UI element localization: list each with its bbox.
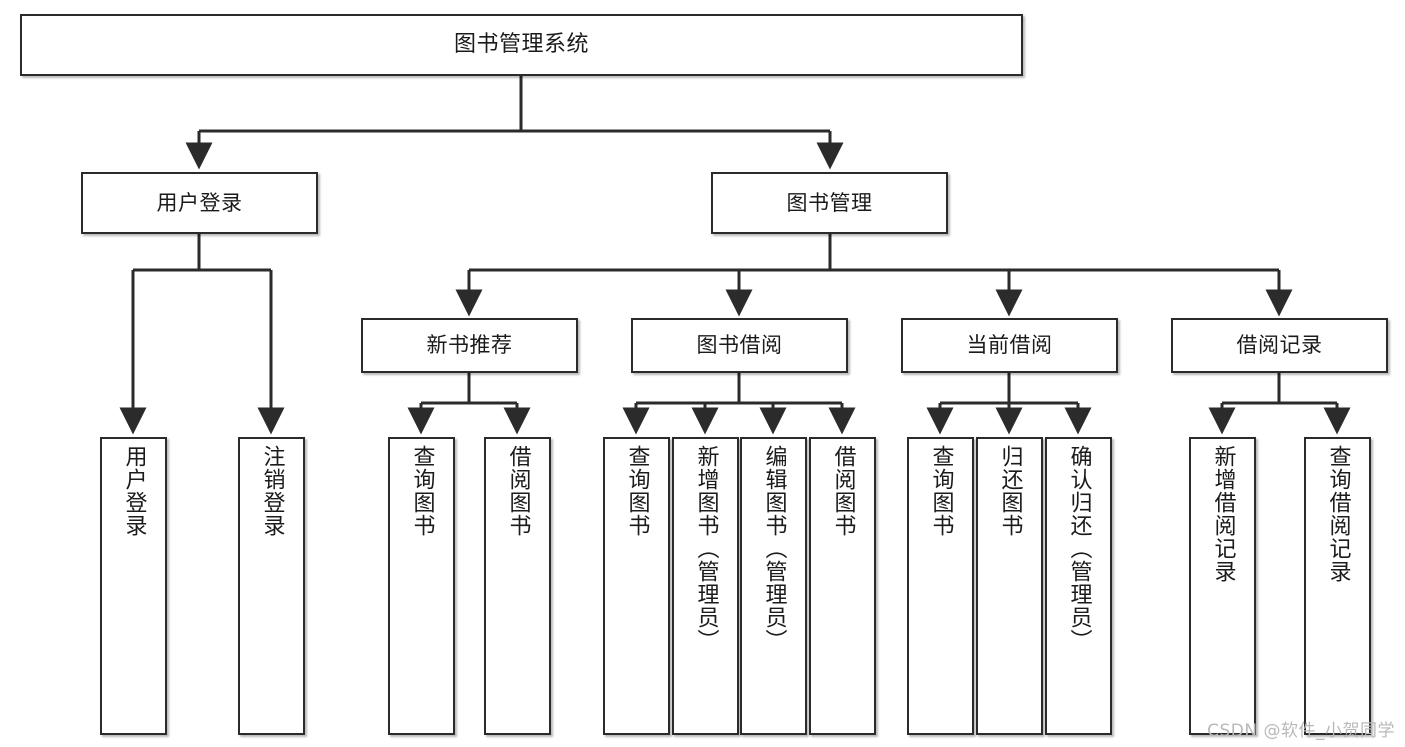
leaf-label: 新增借阅记录	[1210, 445, 1236, 583]
leaf-book-borrow-query[interactable]: 查询图书	[603, 437, 670, 735]
leaf-label: 编辑图书（管理员）	[761, 445, 787, 652]
leaf-borrow-record-query[interactable]: 查询借阅记录	[1304, 437, 1371, 735]
leaf-label: 确认归还（管理员）	[1066, 445, 1092, 652]
node-borrow-record[interactable]: 借阅记录	[1171, 318, 1388, 373]
node-label: 图书管理系统	[453, 32, 589, 58]
leaf-label: 注销登录	[259, 445, 285, 537]
leaf-new-book-query[interactable]: 查询图书	[388, 437, 455, 735]
leaf-book-borrow-borrow[interactable]: 借阅图书	[809, 437, 876, 735]
leaf-label: 查询图书	[409, 445, 435, 537]
node-label: 图书管理	[786, 190, 873, 215]
leaf-user-login-login[interactable]: 用户登录	[100, 437, 167, 735]
node-root-system[interactable]: 图书管理系统	[20, 14, 1023, 76]
leaf-current-borrow-return[interactable]: 归还图书	[976, 437, 1043, 735]
node-book-borrow[interactable]: 图书借阅	[631, 318, 848, 373]
leaf-new-book-borrow[interactable]: 借阅图书	[484, 437, 551, 735]
leaf-label: 查询借阅记录	[1325, 445, 1351, 583]
leaf-borrow-record-add[interactable]: 新增借阅记录	[1189, 437, 1256, 735]
node-label: 当前借阅	[966, 333, 1053, 358]
leaf-user-login-logout[interactable]: 注销登录	[238, 437, 305, 735]
watermark-text: CSDN @软件_小贺同学	[1207, 721, 1395, 741]
leaf-label: 新增图书（管理员）	[693, 445, 719, 652]
leaf-label: 归还图书	[997, 445, 1023, 537]
node-book-manage[interactable]: 图书管理	[711, 172, 948, 234]
node-label: 图书借阅	[696, 333, 783, 358]
leaf-label: 查询图书	[624, 445, 650, 537]
leaf-label: 用户登录	[121, 445, 147, 537]
leaf-label: 查询图书	[928, 445, 954, 537]
leaf-current-borrow-query[interactable]: 查询图书	[907, 437, 974, 735]
leaf-current-borrow-confirm[interactable]: 确认归还（管理员）	[1045, 437, 1112, 735]
node-label: 借阅记录	[1236, 333, 1323, 358]
leaf-label: 借阅图书	[505, 445, 531, 537]
leaf-book-borrow-edit[interactable]: 编辑图书（管理员）	[740, 437, 807, 735]
leaf-book-borrow-add[interactable]: 新增图书（管理员）	[672, 437, 739, 735]
node-new-book-recommend[interactable]: 新书推荐	[361, 318, 578, 373]
node-label: 新书推荐	[426, 333, 513, 358]
leaf-label: 借阅图书	[830, 445, 856, 537]
node-user-login[interactable]: 用户登录	[81, 172, 318, 234]
node-label: 用户登录	[156, 190, 243, 215]
node-current-borrow[interactable]: 当前借阅	[901, 318, 1118, 373]
